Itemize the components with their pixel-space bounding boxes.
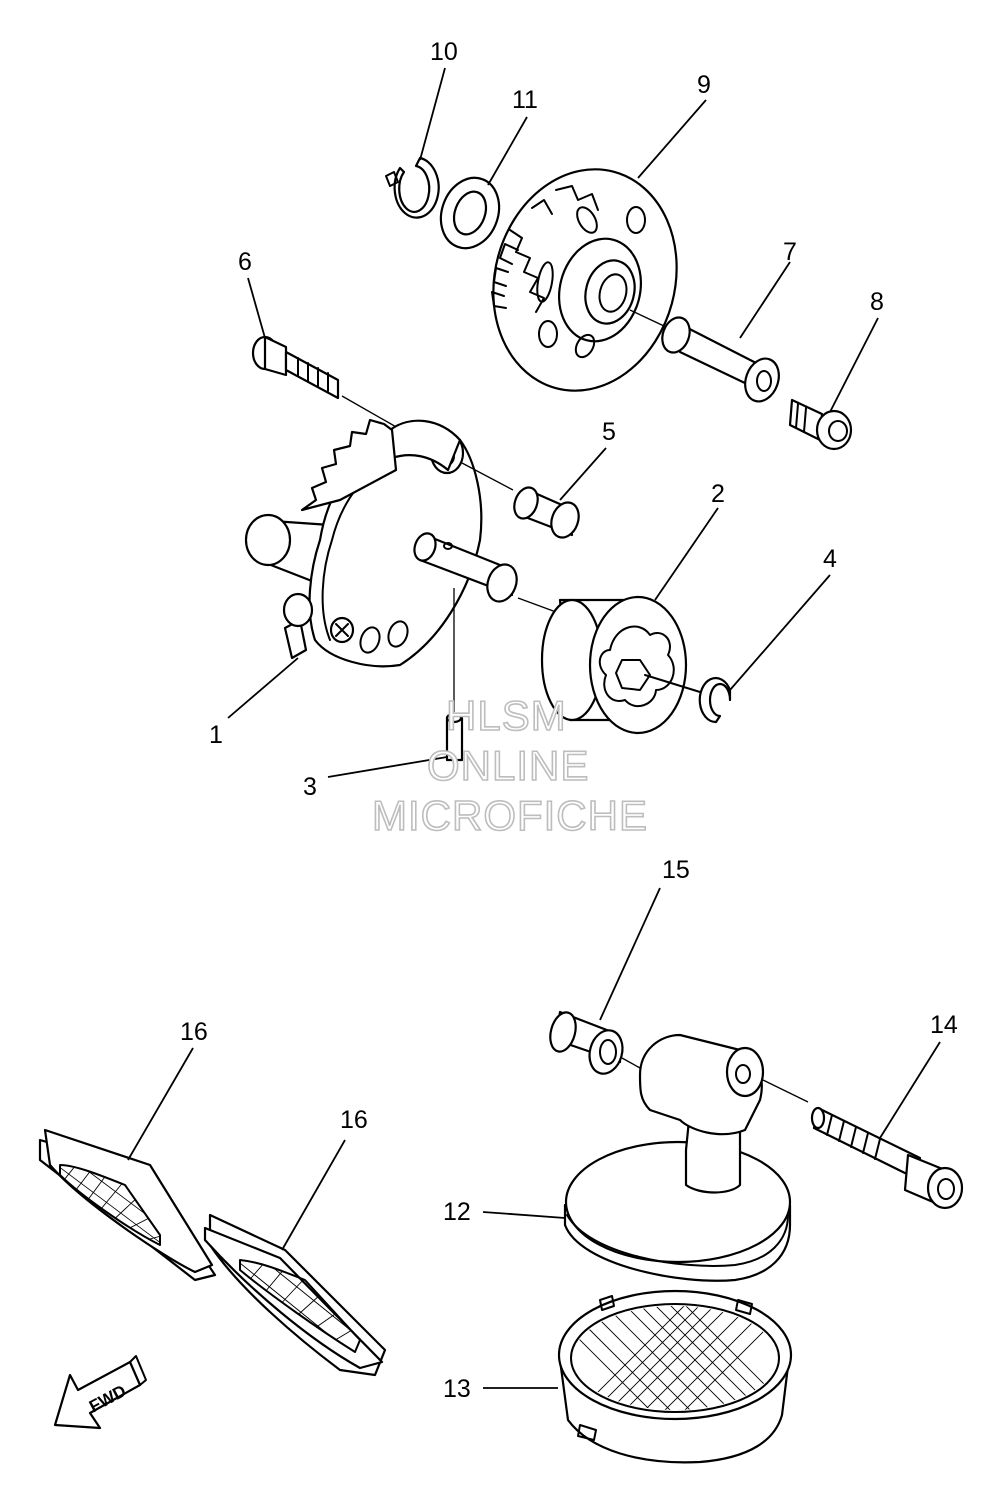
callout-16-right: 16: [340, 1106, 368, 1134]
part-9-oil-pump-driven-gear: [491, 168, 678, 392]
callout-1: 1: [209, 721, 223, 749]
part-13-strainer-screen: [557, 1289, 793, 1464]
callout-16-left: 16: [180, 1018, 208, 1046]
part-16-screen-right: [203, 1213, 387, 1377]
part-14-bolt: [810, 1106, 964, 1210]
watermark-line-1: HLSM: [446, 692, 567, 739]
part-15-collar: [549, 1010, 641, 1075]
watermark-line-2: ONLINE: [427, 742, 589, 789]
part-4-circlip: [698, 676, 732, 724]
callout-13: 13: [443, 1375, 471, 1403]
callout-labels: 10 11 9 6 7 8 5 2 4 1 3 15 14 16 16 12 1…: [180, 38, 958, 1403]
part-6-bolt: [251, 335, 399, 429]
callout-10: 10: [430, 38, 458, 66]
part-12-oil-strainer: [563, 1033, 809, 1282]
callout-3: 3: [303, 773, 317, 801]
part-8-screw: [788, 398, 853, 451]
callout-6: 6: [238, 248, 252, 276]
part-16-screen-left: [38, 1128, 217, 1282]
callout-4: 4: [823, 545, 837, 573]
callout-14: 14: [930, 1011, 958, 1039]
part-2-outer-rotor: [540, 595, 701, 735]
callout-7: 7: [783, 238, 797, 266]
part-10-circlip: [385, 156, 440, 219]
fwd-direction-arrow: FWD: [53, 1355, 147, 1430]
callout-12: 12: [443, 1198, 471, 1226]
callout-15: 15: [662, 856, 690, 884]
part-1-oil-pump-assembly: [244, 418, 483, 668]
callout-11: 11: [512, 86, 538, 114]
watermark-line-3: MICROFICHE: [372, 792, 648, 839]
part-3-pin: [445, 588, 464, 762]
callout-5: 5: [602, 418, 616, 446]
part-7-shaft: [629, 309, 780, 403]
leader-lines: [127, 67, 941, 1389]
pump-shaft: [413, 532, 557, 613]
callout-2: 2: [711, 480, 725, 508]
callout-8: 8: [870, 288, 884, 316]
watermark: HLSM ONLINE MICROFICHE: [371, 691, 648, 840]
part-11-washer: [439, 176, 501, 250]
callout-9: 9: [697, 71, 711, 99]
part-5-dowel: [461, 462, 580, 539]
